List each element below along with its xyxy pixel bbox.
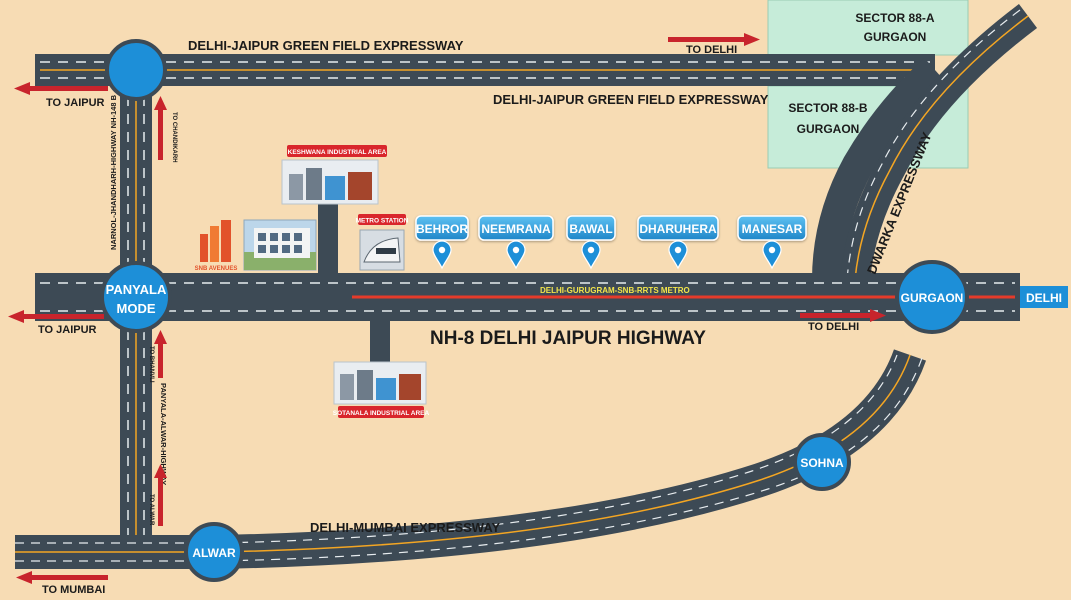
- location-pin-icon: [762, 240, 782, 270]
- project-logo: SNB AVENUES: [195, 220, 238, 272]
- svg-text:TO MUMBAI: TO MUMBAI: [42, 584, 105, 596]
- place-pill: [566, 215, 616, 241]
- sector-88a-label-1: SECTOR 88-A: [855, 11, 934, 25]
- sotanala-spur-road: [370, 320, 390, 362]
- junction-sohna[interactable]: SOHNA: [793, 433, 851, 491]
- panyala-alwar-label: PANYALA-ALWAR-HIGHWAY: [159, 383, 168, 485]
- arrow-to-alwar: TO ALWAR: [148, 464, 167, 526]
- svg-text:SNB AVENUES: SNB AVENUES: [195, 266, 238, 272]
- place-label: NEEMRANA: [481, 222, 551, 236]
- pin-center-icon: [674, 246, 682, 254]
- place-behror[interactable]: BEHROR: [415, 215, 469, 270]
- place-dharuhera[interactable]: DHARUHERA: [637, 215, 719, 270]
- svg-text:METRO STATION: METRO STATION: [356, 218, 409, 225]
- alwar-label: ALWAR: [192, 546, 236, 560]
- delhi-end-label: DELHI: [1026, 291, 1062, 305]
- junction-top-left: [105, 39, 167, 101]
- place-pill: [637, 215, 719, 241]
- sector-88a-block: [767, 0, 969, 56]
- place-label: BEHROR: [416, 222, 468, 236]
- location-pin-icon: [432, 240, 452, 270]
- arrow-to-delhi-mid: TO DELHI: [800, 309, 886, 333]
- greenfield-expressway-road: [35, 54, 935, 86]
- nh8-label: NH-8 DELHI JAIPUR HIGHWAY: [430, 328, 706, 349]
- svg-text:SOTANALA INDUSTRIAL AREA: SOTANALA INDUSTRIAL AREA: [333, 410, 430, 417]
- project-building-photo[interactable]: [243, 219, 317, 271]
- gurgaon-label: GURGAON: [901, 291, 964, 305]
- junction-alwar[interactable]: ALWAR: [184, 522, 244, 582]
- arrow-to-jaipur-top: TO JAIPUR: [14, 82, 108, 109]
- pin-center-icon: [512, 246, 520, 254]
- svg-text:TO ALWAR: TO ALWAR: [148, 494, 154, 526]
- svg-text:TO JAIPUR: TO JAIPUR: [46, 97, 105, 109]
- location-pin-icon: [581, 240, 601, 270]
- pin-center-icon: [587, 246, 595, 254]
- location-pin-icon: [668, 240, 688, 270]
- svg-text:TO BHANVLI: TO BHANVLI: [148, 346, 154, 383]
- pin-center-icon: [768, 246, 776, 254]
- arrow-to-chandikarh: TO CHANDIKARH: [154, 96, 177, 163]
- place-bawal[interactable]: BAWAL: [566, 215, 616, 270]
- keshwana-spur-road: [318, 202, 338, 274]
- location-pin-icon: [506, 240, 526, 270]
- arrow-to-mumbai: TO MUMBAI: [16, 571, 108, 596]
- sector-88a-label-2: GURGAON: [864, 30, 927, 44]
- place-markers: BEHROR NEEMRANA BAWAL DHARUHERA MANESAR: [415, 215, 807, 270]
- place-label: BAWAL: [569, 222, 612, 236]
- mumbai-expressway-road: [15, 348, 927, 569]
- sector-88b-label-1: SECTOR 88-B: [788, 101, 867, 115]
- greenfield-label-top: DELHI-JAIPUR GREEN FIELD EXPRESSWAY: [188, 38, 464, 53]
- svg-text:TO CHANDIKARH: TO CHANDIKARH: [171, 112, 177, 163]
- place-pill: [737, 215, 807, 241]
- place-manesar[interactable]: MANESAR: [737, 215, 807, 270]
- keshwana-industrial-area[interactable]: KESHWANA INDUSTRIAL AREA: [281, 145, 387, 205]
- dwarka-expressway-road: [812, 4, 1038, 282]
- place-pill: [415, 215, 469, 241]
- place-label: DHARUHERA: [639, 222, 717, 236]
- svg-text:TO DELHI: TO DELHI: [686, 44, 737, 56]
- junction-gurgaon[interactable]: GURGAON: [895, 260, 969, 334]
- arrow-to-delhi-top: TO DELHI: [668, 33, 760, 56]
- metro-label: DELHI-GURUGRAM-SNB-RRTS METRO: [540, 286, 690, 295]
- greenfield-label-mid: DELHI-JAIPUR GREEN FIELD EXPRESSWAY: [493, 92, 769, 107]
- delhi-end-tag: [1020, 286, 1068, 308]
- junction-panyala-mode[interactable]: PANYALA MODE: [100, 261, 172, 333]
- place-neemrana[interactable]: NEEMRANA: [478, 215, 554, 270]
- panyala-label-2: MODE: [117, 301, 156, 316]
- place-pill: [478, 215, 554, 241]
- sohna-label: SOHNA: [800, 456, 844, 470]
- metro-station[interactable]: METRO STATION: [356, 214, 409, 271]
- svg-text:KESHWANA INDUSTRIAL AREA: KESHWANA INDUSTRIAL AREA: [288, 149, 387, 156]
- svg-text:TO JAIPUR: TO JAIPUR: [38, 324, 97, 336]
- pin-center-icon: [438, 246, 446, 254]
- sotanala-industrial-area[interactable]: SOTANALA INDUSTRIAL AREA: [333, 361, 430, 418]
- sector-88b-label-2: GURGAON: [797, 122, 860, 136]
- arrow-to-jaipur-mid: TO JAIPUR: [8, 310, 104, 336]
- svg-text:TO DELHI: TO DELHI: [808, 321, 859, 333]
- narnol-highway-label: NARNOL-JHANDHARH-HIGHWAY NH-148 B: [109, 94, 118, 250]
- mumbai-expressway-label: DELHI-MUMBAI EXPRESSWAY: [310, 520, 501, 535]
- place-label: MANESAR: [742, 222, 803, 236]
- arrow-to-bhanvli: TO BHANVLI: [148, 330, 167, 383]
- panyala-label-1: PANYALA: [106, 282, 167, 297]
